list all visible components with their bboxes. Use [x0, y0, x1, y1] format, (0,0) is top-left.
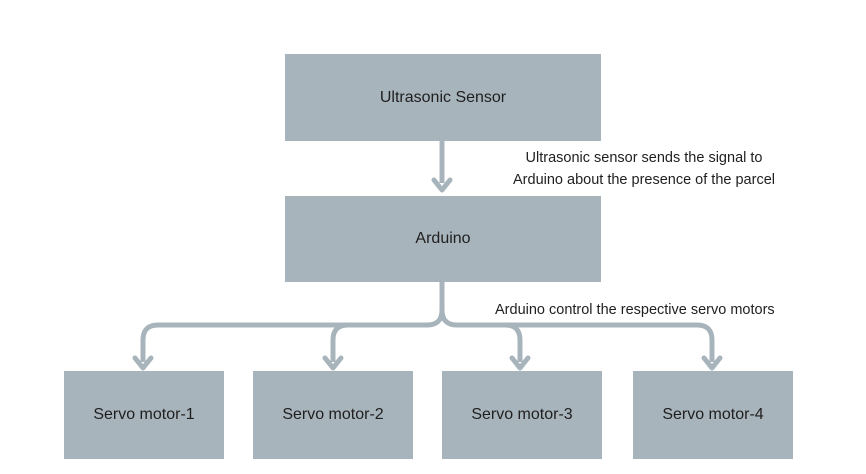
node-servo-motor-3-label: Servo motor-3	[471, 406, 573, 423]
note-arduino-control-text: Arduino control the respective servo mot…	[495, 302, 775, 318]
note-arduino-control: Arduino control the respective servo mot…	[495, 299, 775, 321]
arrow-to-servo-1	[140, 309, 445, 362]
node-arduino-label: Arduino	[415, 230, 471, 247]
arrowhead-servo-1	[132, 355, 154, 371]
node-servo-motor-4-label: Servo motor-4	[662, 406, 764, 423]
node-servo-motor-1-label: Servo motor-1	[93, 406, 195, 423]
node-servo-motor-3: Servo motor-3	[442, 371, 602, 459]
arrowhead-servo-2	[322, 355, 344, 371]
node-servo-motor-4: Servo motor-4	[633, 371, 793, 459]
arrow-to-servo-4	[439, 309, 715, 362]
arrow-to-servo-3	[504, 322, 523, 362]
node-servo-motor-1: Servo motor-1	[64, 371, 224, 459]
node-arduino: Arduino	[285, 196, 601, 282]
node-ultrasonic-sensor: Ultrasonic Sensor	[285, 54, 601, 141]
arrowhead-servo-3	[509, 355, 531, 371]
note-sensor-signal-line2: Arduino about the presence of the parcel	[513, 172, 775, 188]
arrowhead-servo-4	[701, 355, 723, 371]
node-servo-motor-2-label: Servo motor-2	[282, 406, 384, 423]
node-servo-motor-2: Servo motor-2	[253, 371, 413, 459]
arrowhead-sensor-to-arduino	[431, 177, 453, 193]
arrow-to-servo-2	[330, 322, 349, 362]
note-sensor-signal-line1: Ultrasonic sensor sends the signal to	[525, 150, 763, 166]
node-ultrasonic-sensor-label: Ultrasonic Sensor	[379, 88, 507, 106]
note-sensor-signal: Ultrasonic sensor sends the signal to Ar…	[484, 147, 804, 191]
